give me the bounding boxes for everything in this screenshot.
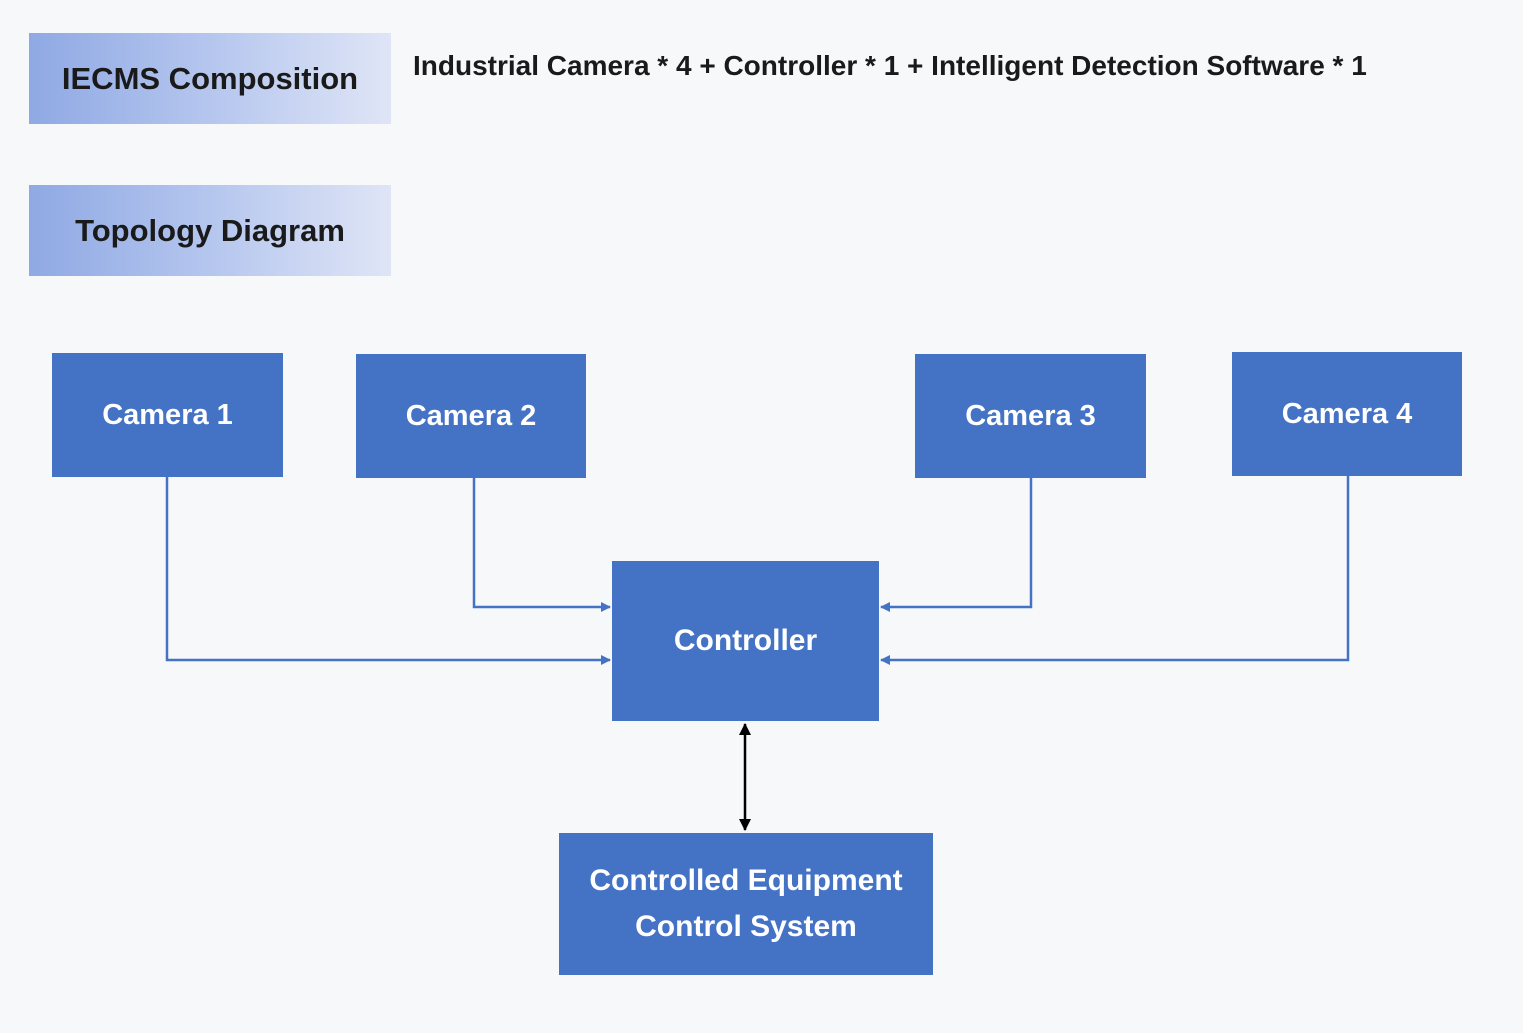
camera-1-node: Camera 1	[52, 353, 283, 477]
connector-camera-2-to-controller	[472, 478, 611, 612]
connector-camera-3-to-controller	[880, 478, 1033, 612]
composition-header: IECMS Composition	[29, 33, 391, 124]
topology-header: Topology Diagram	[29, 185, 391, 276]
controlled-equipment-node: Controlled Equipment Control System	[559, 833, 933, 975]
connector-camera-1-to-controller	[165, 477, 611, 665]
connector-camera-4-to-controller	[880, 476, 1350, 665]
controlled-equipment-label-line2: Control System	[635, 910, 857, 943]
composition-text: Industrial Camera * 4 + Controller * 1 +…	[413, 50, 1367, 81]
camera-2-node: Camera 2	[356, 354, 586, 478]
controlled-equipment-label-line1: Controlled Equipment	[589, 864, 903, 897]
controller-node: Controller	[612, 561, 879, 721]
camera-4-node: Camera 4	[1232, 352, 1462, 476]
camera-3-node: Camera 3	[915, 354, 1146, 478]
